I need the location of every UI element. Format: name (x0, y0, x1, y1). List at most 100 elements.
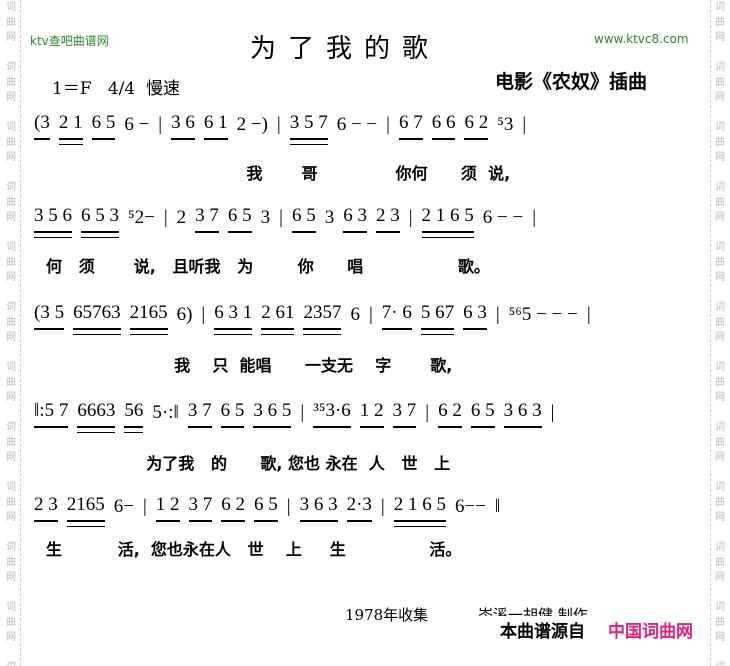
watermark-column-left: 词曲网词曲网词曲网词曲网词曲网词曲网词曲网词曲网词曲网词曲网词曲网词曲网词曲网词… (2, 0, 21, 666)
note-group: 6 5 (220, 400, 245, 428)
note-group: 6− (113, 496, 134, 517)
note-group: 6 3 (343, 205, 367, 233)
note-group: 6 (350, 304, 360, 325)
notation-line: (3 2 1 6 5 6 − | 3 6 6 1 2 −) | 3 5 7 6 − − | 6 7 6 6… (34, 112, 526, 140)
barline: | (163, 207, 168, 228)
note-group: 6 7 (398, 112, 423, 140)
barline: | (586, 304, 591, 325)
note-group: ⁵⁶5 − − − (508, 304, 578, 325)
note-group: 6 3 (463, 302, 487, 330)
notation-line: 3 5 6 6 5 3 ⁵2− | 2 3 7 6 5 3 | 6 5 3 6 3 2 3 | 2 1 6 … (34, 205, 536, 233)
note-group: 6) (176, 304, 193, 325)
collected-note: 1978年收集 (345, 606, 429, 624)
note-group: 2 3 (375, 205, 400, 233)
note-group: 6 5 (291, 205, 316, 233)
lyrics-line: 我 哥 你何 须 说, (46, 164, 511, 183)
song-source: 电影《农奴》插曲 (495, 71, 648, 93)
barline: | (522, 114, 527, 135)
watermark-column-right: 词曲网词曲网词曲网词曲网词曲网词曲网词曲网词曲网词曲网词曲网词曲网词曲网词曲网词… (710, 0, 729, 666)
note-group: 2·3 (346, 494, 372, 522)
note-group: 6 5 3 (81, 205, 119, 233)
note-group: (3 5 (34, 302, 65, 330)
note-group: 2 1 6 5 (393, 494, 446, 522)
note-group: 6 − (124, 114, 150, 135)
note-group: 2165 (129, 302, 168, 330)
barline: | (279, 207, 283, 228)
note-group: 6 6 (431, 112, 456, 140)
notation-line: (3 5 65763 2165 6) | 6 3 1 2 61 2357 6 | 7· 6 5 67 6… (34, 302, 591, 330)
barline: | (158, 114, 163, 135)
note-group: 6 − − (336, 114, 378, 135)
note-group: 6 2 (464, 112, 489, 140)
note-group: 6 3 1 (214, 302, 253, 330)
barline: | (276, 114, 281, 135)
song-title: 为了我的歌 (250, 34, 441, 64)
note-group: ³⁵3·6 (313, 400, 351, 428)
barline: | (368, 304, 373, 325)
note-group: 3 7 (392, 400, 417, 428)
note-group: ⁵3 (497, 114, 514, 135)
note-group: 6−− (454, 496, 486, 517)
barline: | (286, 496, 291, 517)
barline: | (386, 114, 390, 135)
barline: | (550, 402, 555, 423)
note-group: (3 (34, 112, 50, 140)
key-signature: 1＝F 4/4 慢速 (52, 79, 180, 99)
note-group: 6 2 (438, 400, 462, 428)
note-group: 6 5 (91, 112, 116, 140)
note-group: 2 1 6 5 (421, 205, 474, 233)
barline: | (142, 496, 147, 517)
barline: | (408, 207, 413, 228)
note-group: 3 6 3 (503, 400, 542, 428)
note-group: 2 −) (236, 114, 268, 135)
note-group: 6 5 (227, 205, 252, 233)
note-group: 3 6 3 (299, 494, 338, 522)
note-group: 65763 (73, 302, 121, 330)
lyrics-line: 何 须 说, 且听我 为 你 唱 歌。 (46, 257, 490, 276)
note-group: 1 2 (359, 400, 384, 428)
note-group: 2165 (66, 494, 105, 522)
note-group: 3 5 6 (34, 205, 72, 233)
note-group: 3 7 (187, 400, 212, 428)
note-group: 2 61 (261, 302, 295, 330)
note-group: 2 3 (34, 494, 58, 522)
note-group: 7· 6 (381, 302, 412, 330)
source-site: 中国词曲网 (608, 622, 693, 642)
note-group: 6 5 (254, 494, 278, 522)
barline: | (300, 402, 305, 423)
note-group: 3 7 (188, 494, 213, 522)
site-url: www.ktvc8.com (594, 32, 689, 46)
note-group: 1 2 (155, 494, 180, 522)
barline: | (532, 207, 537, 228)
note-group: 5 67 (420, 302, 455, 330)
note-group: 56 (124, 400, 144, 428)
lyrics-line: 为了我 的 歌, 您也 永在 人 世 上 (46, 454, 451, 473)
note-group: 3 (324, 207, 335, 228)
barline: | (380, 496, 385, 517)
maker-note: 岑溪一胡健 制作 (478, 606, 588, 616)
source-label: 本曲谱源自 (500, 622, 585, 642)
note-group: 2357 (303, 302, 342, 330)
note-group: 6 − − (482, 207, 524, 228)
site-label-left: ktv查吧曲谱网 (30, 34, 109, 48)
note-group: 6 1 (203, 112, 228, 140)
note-group: 3 (260, 207, 271, 228)
lyrics-line: 生 活, 您也永在人 世 上 生 活。 (46, 540, 462, 559)
barline: | (201, 304, 206, 325)
note-group: 3 7 (195, 205, 219, 233)
barline: | (495, 304, 500, 325)
note-group: 3 5 7 (289, 112, 328, 140)
note-group: 2 1 (58, 112, 83, 140)
lyrics-line: 我 只 能唱 一支无 字 歌, (46, 356, 453, 375)
note-group: ‖:5 7 (34, 400, 69, 428)
note-group: 2 (176, 207, 187, 228)
note-group: 3 6 5 (253, 400, 292, 428)
note-group: 6 5 (470, 400, 495, 428)
note-group: ⁵2− (128, 207, 155, 228)
note-group: 6663 (77, 400, 116, 428)
note-group: 3 6 (171, 112, 195, 140)
note-group: ‖ (494, 496, 501, 517)
